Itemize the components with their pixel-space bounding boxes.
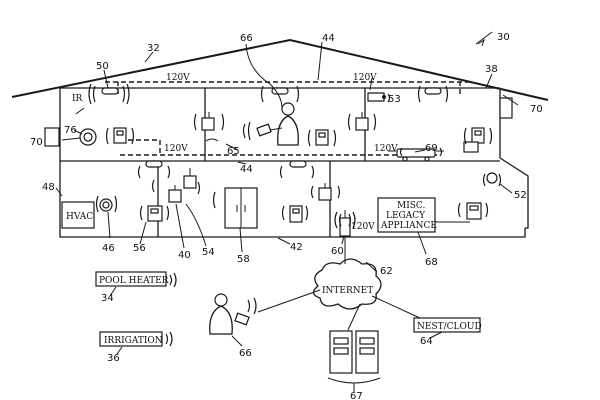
- external-boxes: [95, 271, 481, 347]
- irrigation-label: IRRIGATION: [104, 336, 163, 346]
- ref-68: 68: [425, 257, 438, 268]
- ref-40: 40: [178, 250, 191, 261]
- ref-56: 56: [133, 243, 146, 254]
- hvac-label: HVAC: [66, 212, 93, 222]
- leader-lines: [55, 31, 519, 355]
- upper-floor-devices: [79, 92, 485, 162]
- ref-38: 38: [485, 64, 498, 75]
- voltage-label-mid-right: 120V: [374, 144, 398, 154]
- ref-70-left: 70: [30, 137, 43, 148]
- ref-46: 46: [102, 243, 115, 254]
- internet-label: INTERNET: [322, 286, 373, 296]
- ref-76: 76: [64, 125, 77, 136]
- ref-66-upper: 66: [240, 33, 253, 44]
- nest-cloud-label: NEST/CLOUD: [417, 322, 482, 332]
- wireless-signals: [88, 83, 502, 347]
- ir-label: IR: [72, 94, 83, 104]
- ir-arrow: [75, 107, 85, 115]
- ref-53: 53: [388, 94, 401, 105]
- ref-50: 50: [96, 61, 109, 72]
- ref-67: 67: [350, 391, 363, 400]
- ref-69: 69: [425, 143, 438, 154]
- reference-numbers: 30 32 44 50 66 38 53 70 70 76 65 44 69 4…: [30, 32, 543, 400]
- ref-52: 52: [514, 190, 527, 201]
- wiring-midfloor: [120, 139, 440, 156]
- ref-62: 62: [380, 266, 393, 277]
- ref-58: 58: [237, 254, 250, 265]
- misc-label-line1: MISC.: [397, 201, 426, 211]
- ref-70-right: 70: [530, 104, 543, 115]
- house-structure: [44, 87, 529, 238]
- roof: [11, 38, 549, 101]
- ref-64: 64: [420, 336, 433, 347]
- voltage-label-mid-left: 120V: [164, 144, 188, 154]
- ref-60: 60: [331, 246, 344, 257]
- voltage-label-attic-right: 120V: [353, 73, 377, 83]
- ref-54: 54: [202, 247, 215, 258]
- ref-44-top: 44: [322, 33, 335, 44]
- ref-30-arrow: [477, 38, 485, 47]
- ref-30: 30: [497, 32, 510, 43]
- ref-66-lower: 66: [239, 348, 252, 359]
- voltage-label-attic-left: 120V: [166, 73, 190, 83]
- person-upstairs: [256, 102, 299, 146]
- servers: [327, 330, 381, 392]
- ref-32: 32: [147, 43, 160, 54]
- pool-heater-label: POOL HEATER: [99, 276, 169, 286]
- lower-floor-devices: [61, 168, 498, 237]
- misc-label-line2: LEGACY: [386, 211, 426, 221]
- ref-48: 48: [42, 182, 55, 193]
- ref-44-mid: 44: [240, 164, 253, 175]
- ceiling-detectors: [101, 87, 442, 168]
- voltage-label-router: 120V: [351, 222, 375, 232]
- misc-label-line3: APPLIANCE: [380, 221, 437, 231]
- ref-65: 65: [227, 146, 240, 157]
- ref-36: 36: [107, 353, 120, 364]
- ref-42: 42: [290, 242, 303, 253]
- internet-cloud: [257, 236, 421, 331]
- ref-34: 34: [101, 293, 114, 304]
- box-labels: HVAC POOL HEATER IRRIGATION INTERNET NES…: [66, 73, 482, 346]
- person-outside: [209, 293, 250, 335]
